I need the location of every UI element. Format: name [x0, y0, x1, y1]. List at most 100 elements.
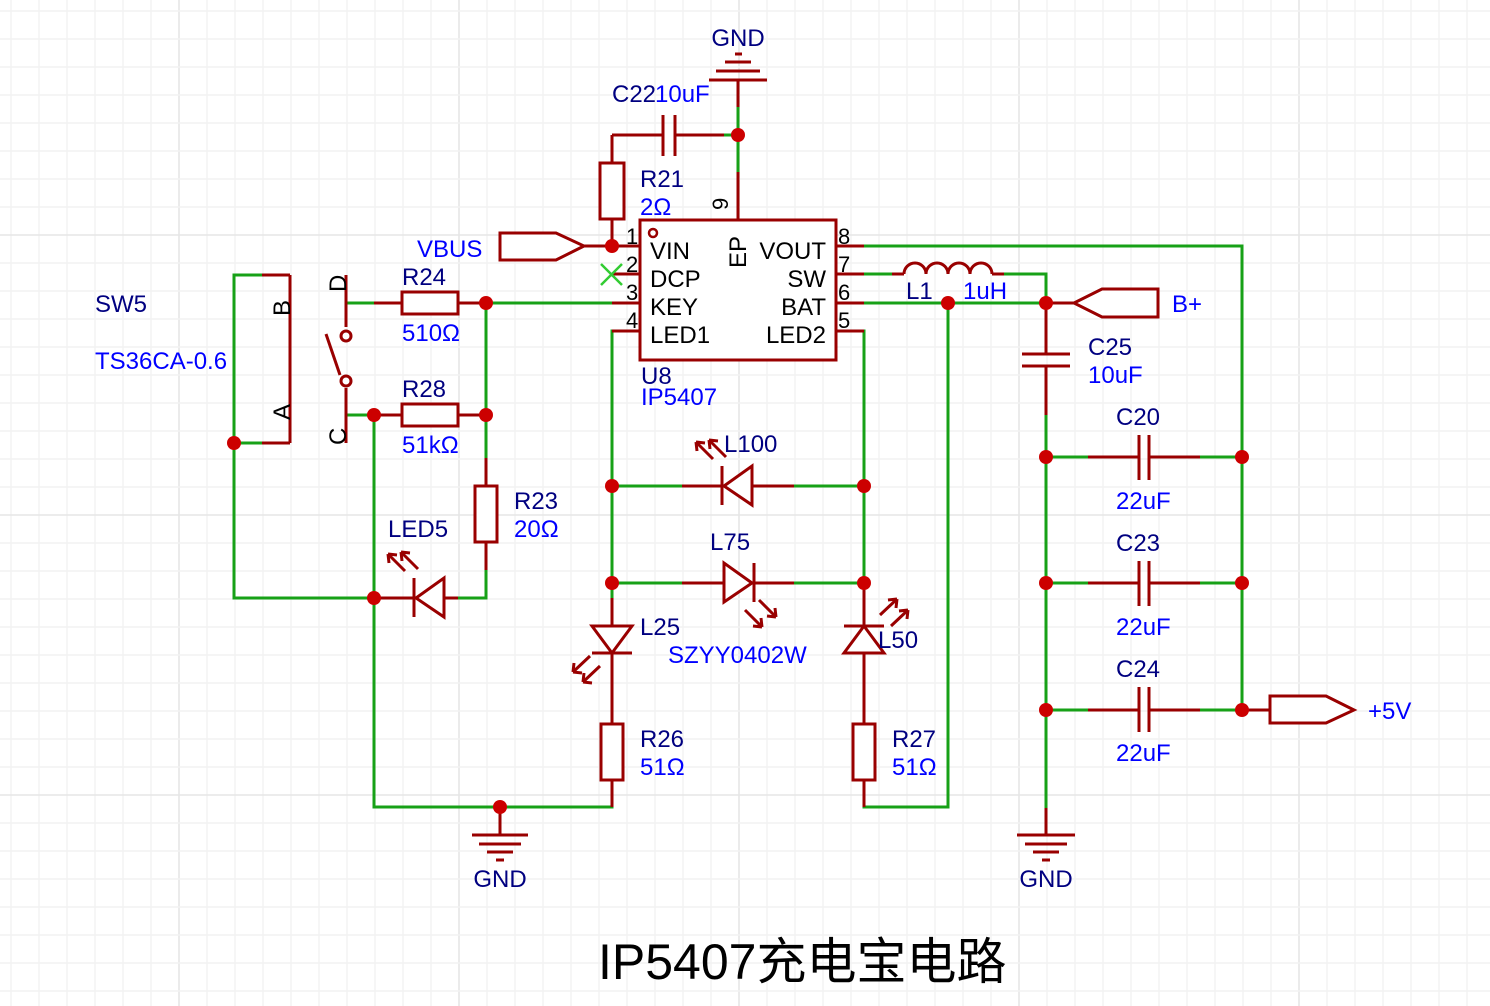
capacitor-c24[interactable]: C24 22uF — [1088, 656, 1200, 767]
c24-value: 22uF — [1116, 740, 1171, 767]
junction-dot — [1235, 576, 1249, 590]
led-l50[interactable]: L50 — [841, 583, 918, 724]
r27-value: 51Ω — [892, 754, 937, 781]
r28-ref: R28 — [402, 376, 446, 403]
junction-dot — [605, 576, 619, 590]
junction-dot — [493, 800, 507, 814]
junction-dot — [367, 408, 381, 422]
l1-value: 1uH — [963, 278, 1007, 305]
pin-name-dcp: DCP — [650, 266, 701, 293]
ic-u8[interactable]: VIN DCP KEY LED1 VOUT SW BAT LED2 EP 1 2… — [600, 172, 864, 411]
c22-value: 10uF — [655, 81, 710, 108]
led-l25[interactable]: L25 — [571, 598, 680, 724]
pin-name-vin: VIN — [650, 238, 690, 265]
pin-name-bat: BAT — [781, 294, 826, 321]
r28-value: 51kΩ — [402, 432, 459, 459]
net-flag-vbus[interactable]: VBUS — [417, 231, 612, 263]
led5-ref: LED5 — [388, 516, 448, 543]
pin-name-key: KEY — [650, 294, 698, 321]
pin1-marker-icon — [647, 227, 659, 239]
junction-dot — [731, 128, 745, 142]
junction-dot — [1039, 576, 1053, 590]
sw-pin-c: C — [325, 428, 352, 445]
sw5-ref: SW5 — [95, 291, 147, 318]
l75-ref: L75 — [710, 529, 750, 556]
l25-ref: L25 — [640, 614, 680, 641]
c25-ref: C25 — [1088, 334, 1132, 361]
capacitor-c25[interactable]: C25 10uF — [1022, 303, 1143, 415]
pin-num-9: 9 — [708, 198, 733, 210]
bplus-label: B+ — [1172, 291, 1202, 318]
5v-label: +5V — [1368, 698, 1411, 725]
sw-pin-d: D — [325, 275, 352, 292]
schematic-title: IP5407充电宝电路 — [598, 934, 1006, 990]
capacitor-c23[interactable]: C23 22uF — [1088, 530, 1200, 641]
gnd-symbol-bottom-right: GND — [1017, 808, 1075, 893]
r23-value: 20Ω — [514, 516, 559, 543]
pin-num-2: 2 — [626, 252, 638, 277]
pin-name-ep: EP — [725, 236, 752, 268]
ic-ref: U8 — [641, 363, 672, 390]
c23-value: 22uF — [1116, 614, 1171, 641]
r26-value: 51Ω — [640, 754, 685, 781]
r21-ref: R21 — [640, 166, 684, 193]
pin-num-8: 8 — [838, 224, 850, 249]
gnd-label-bottom-left: GND — [473, 866, 526, 893]
junction-dot — [605, 479, 619, 493]
junction-dot — [857, 576, 871, 590]
r24-ref: R24 — [402, 264, 446, 291]
l50-ref: L50 — [878, 627, 918, 654]
pin-name-sw: SW — [787, 266, 826, 293]
resistor-r24[interactable]: R24 510Ω — [374, 264, 486, 347]
resistor-r23[interactable]: R23 20Ω — [473, 458, 559, 570]
pin-name-led1: LED1 — [650, 322, 710, 349]
junction-dot — [479, 296, 493, 310]
pin-num-7: 7 — [838, 252, 850, 277]
l1-ref: L1 — [906, 278, 933, 305]
net-flag-5v[interactable]: +5V — [1242, 694, 1411, 725]
c24-ref: C24 — [1116, 656, 1160, 683]
net-flag-bplus[interactable]: B+ — [1046, 287, 1202, 319]
led-l100[interactable]: L100 — [682, 431, 794, 508]
capacitor-c22[interactable]: C22 10uF — [612, 81, 724, 156]
junction-dot — [479, 408, 493, 422]
c20-ref: C20 — [1116, 404, 1160, 431]
junction-dot — [227, 436, 241, 450]
c23-ref: C23 — [1116, 530, 1160, 557]
inductor-l1[interactable]: L1 1uH — [892, 261, 1007, 305]
resistor-r28[interactable]: R28 51kΩ — [374, 376, 486, 459]
junction-dot — [1039, 296, 1053, 310]
gnd-label-bottom-right: GND — [1019, 866, 1072, 893]
pin-num-4: 4 — [626, 308, 638, 333]
no-connect-icon — [600, 263, 623, 286]
c20-value: 22uF — [1116, 488, 1171, 515]
capacitor-c20[interactable]: C20 22uF — [1088, 404, 1200, 515]
r26-ref: R26 — [640, 726, 684, 753]
pin-name-led2: LED2 — [766, 322, 826, 349]
led-part-number: SZYY0402W — [668, 642, 807, 669]
l100-ref: L100 — [724, 431, 777, 458]
junction-dot — [857, 479, 871, 493]
junction-dot — [605, 239, 619, 253]
led-led5[interactable]: LED5 — [374, 516, 458, 620]
resistor-r26[interactable]: R26 51Ω — [599, 722, 685, 807]
r21-value: 2Ω — [640, 194, 671, 221]
junction-dot — [1039, 703, 1053, 717]
sw-pin-b: B — [269, 300, 296, 316]
gnd-symbol-bottom-left: GND — [472, 807, 528, 893]
pin-num-1: 1 — [626, 224, 638, 249]
pin-name-vout: VOUT — [759, 238, 826, 265]
resistor-r27[interactable]: R27 51Ω — [851, 722, 937, 807]
junction-dot — [367, 591, 381, 605]
junction-dot — [1235, 703, 1249, 717]
r23-ref: R23 — [514, 488, 558, 515]
gnd-label-top: GND — [711, 25, 764, 52]
sw-pin-a: A — [269, 404, 296, 420]
junctions — [227, 128, 1249, 814]
pin-num-5: 5 — [838, 308, 850, 333]
switch-sw5[interactable]: B A D C SW5 TS36CA-0.6 — [95, 273, 353, 445]
junction-dot — [1039, 450, 1053, 464]
led-l75[interactable]: L75 SZYY0402W — [668, 529, 807, 669]
r24-value: 510Ω — [402, 320, 460, 347]
